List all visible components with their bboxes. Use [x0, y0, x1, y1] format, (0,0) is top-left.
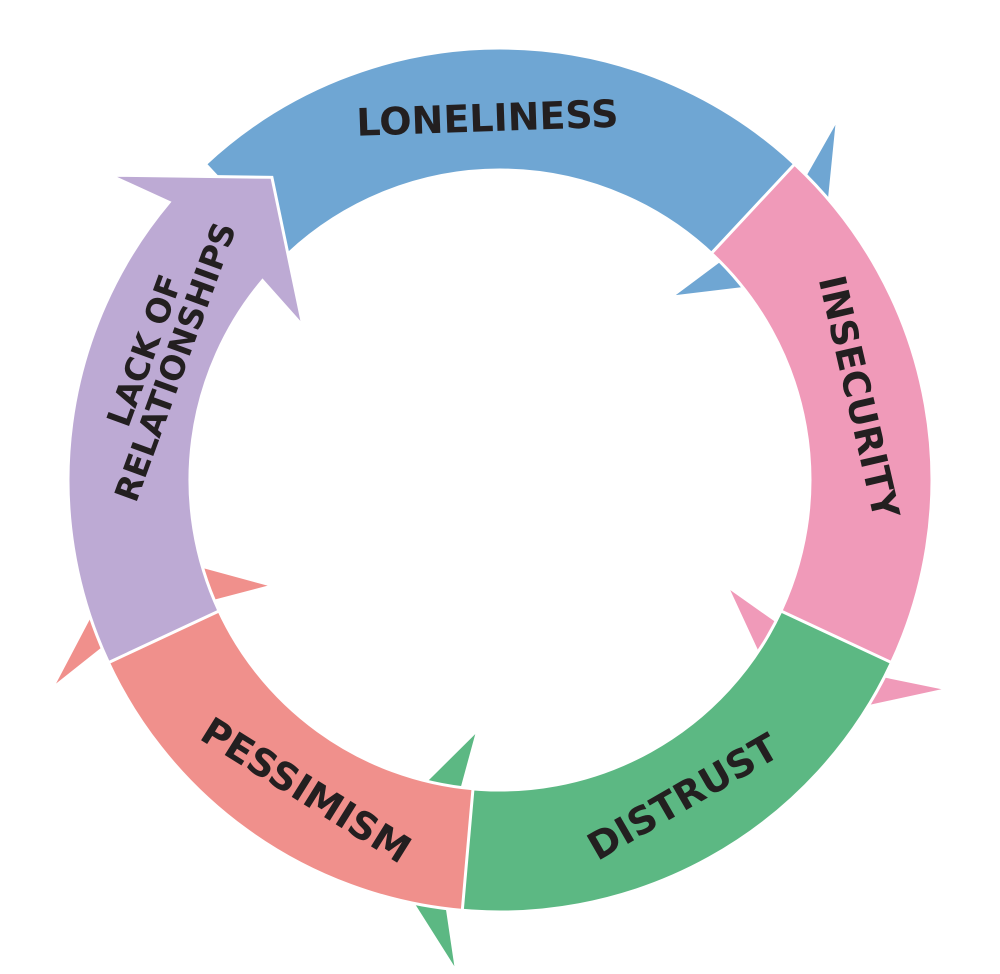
arrow-lack-of-relationships [66, 173, 306, 665]
label-loneliness: LONELINESS [356, 92, 619, 145]
label-group-loneliness: LONELINESS [356, 92, 619, 145]
arrows-layer [50, 46, 949, 974]
